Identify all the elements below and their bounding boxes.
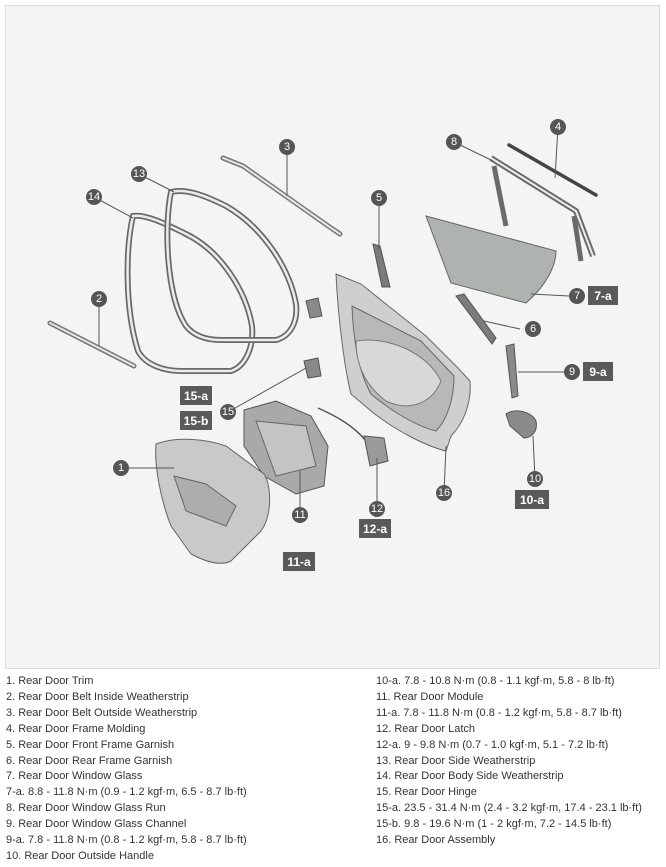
callout-14: 14 [86, 189, 102, 205]
callout-10: 10 [527, 471, 543, 487]
legend-item: 16. Rear Door Assembly [376, 834, 496, 847]
torque-box-11-a: 11-a [283, 552, 315, 571]
callout-9: 9 [564, 364, 580, 380]
callout-1: 1 [113, 460, 129, 476]
legend-item: 4. Rear Door Frame Molding [6, 722, 146, 735]
callout-7: 7 [569, 288, 585, 304]
legend-item: 6. Rear Door Rear Frame Garnish [6, 754, 173, 767]
callout-label: 3 [284, 141, 290, 153]
torque-box-label: 15-b [184, 414, 209, 428]
torque-box-12-a: 12-a [359, 519, 391, 538]
callout-13: 13 [131, 166, 147, 182]
torque-box-label: 7-a [594, 289, 612, 303]
exploded-parts-diagram: 1 2 3 4 5 6 7 8 9 10 11 12 13 14 15 16 7… [5, 5, 660, 669]
part-door-trim [155, 438, 271, 564]
part-front-frame-garnish [372, 243, 391, 288]
legend-item: 1. Rear Door Trim [6, 675, 94, 687]
legend-item: 13. Rear Door Side Weatherstrip [376, 754, 536, 767]
callout-2: 2 [91, 291, 107, 307]
part-door-latch [317, 407, 389, 467]
torque-box-15-a: 15-a [180, 386, 212, 405]
part-window-glass-run [489, 155, 596, 262]
torque-box-label: 12-a [363, 522, 387, 536]
legend-left-column: 1. Rear Door Trim 2. Rear Door Belt Insi… [6, 674, 247, 865]
legend-item: 10. Rear Door Outside Handle [6, 849, 154, 862]
torque-box-9-a: 9-a [583, 362, 613, 381]
legend-item: 11-a. 7.8 - 11.8 N·m (0.8 - 1.2 kgf·m, 5… [376, 706, 622, 719]
legend-item: 7. Rear Door Window Glass [6, 770, 143, 783]
callout-label: 1 [118, 462, 124, 474]
part-body-side-weatherstrip [124, 212, 256, 374]
torque-box-15-b: 15-b [180, 411, 212, 430]
callout-3: 3 [279, 139, 295, 155]
callout-label: 10 [529, 473, 541, 485]
part-door-hinges [303, 297, 323, 379]
part-belt-outside-weatherstrip [220, 155, 343, 237]
callout-16: 16 [436, 485, 452, 501]
callout-label: 8 [451, 136, 457, 148]
legend-item: 8. Rear Door Window Glass Run [6, 802, 166, 815]
legend-item: 11. Rear Door Module [376, 690, 484, 703]
callout-label: 5 [376, 192, 382, 204]
legend-item: 15-b. 9.8 - 19.6 N·m (1 - 2 kgf·m, 7.2 -… [376, 818, 612, 831]
torque-box-7-a: 7-a [588, 286, 618, 305]
part-window-glass [425, 215, 557, 304]
callout-label: 9 [569, 366, 575, 378]
callout-4: 4 [550, 119, 566, 135]
legend-item: 2. Rear Door Belt Inside Weatherstrip [6, 690, 189, 703]
part-rear-frame-garnish [455, 293, 497, 345]
torque-box-label: 11-a [287, 555, 311, 569]
callout-label: 14 [88, 191, 100, 203]
legend-item: 7-a. 8.8 - 11.8 N·m (0.9 - 1.2 kgf·m, 6.… [6, 786, 247, 799]
callout-label: 16 [438, 487, 450, 499]
legend-item: 9. Rear Door Window Glass Channel [6, 818, 187, 831]
callout-8: 8 [446, 134, 462, 150]
legend-item: 15. Rear Door Hinge [376, 786, 477, 799]
legend-right-column: 10-a. 7.8 - 10.8 N·m (0.8 - 1.1 kgf·m, 5… [376, 674, 642, 849]
callout-label: 6 [530, 323, 536, 335]
torque-box-label: 15-a [184, 389, 208, 403]
callout-6: 6 [525, 321, 541, 337]
part-frame-molding [507, 143, 598, 197]
torque-box-label: 10-a [520, 493, 544, 507]
callout-label: 4 [555, 121, 561, 133]
legend-item: 14. Rear Door Body Side Weatherstrip [376, 770, 564, 783]
part-outside-handle [505, 410, 537, 439]
callout-11: 11 [292, 507, 308, 523]
part-belt-inside-weatherstrip [47, 320, 137, 369]
callout-12: 12 [369, 501, 385, 517]
callout-label: 15 [222, 406, 234, 418]
legend-item: 9-a. 7.8 - 11.8 N·m (0.8 - 1.2 kgf·m, 5.… [6, 834, 247, 847]
callout-label: 11 [294, 509, 305, 521]
part-door-module [243, 400, 329, 495]
callout-label: 12 [371, 503, 383, 515]
legend-item: 12. Rear Door Latch [376, 722, 476, 735]
callout-label: 13 [133, 168, 145, 180]
legend-item: 15-a. 23.5 - 31.4 N·m (2.4 - 3.2 kgf·m, … [376, 802, 642, 815]
callout-5: 5 [371, 190, 387, 206]
diagram-svg: 1 2 3 4 5 6 7 8 9 10 11 12 13 14 15 16 7… [47, 119, 618, 571]
callout-label: 2 [96, 293, 102, 305]
part-door-assembly [335, 273, 471, 452]
part-window-glass-channel [505, 343, 519, 399]
legend-item: 3. Rear Door Belt Outside Weatherstrip [6, 706, 198, 719]
callout-15: 15 [220, 404, 236, 420]
callout-label: 7 [574, 290, 580, 302]
part-side-weatherstrip [164, 188, 300, 343]
legend-item: 12-a. 9 - 9.8 N·m (0.7 - 1.0 kgf·m, 5.1 … [376, 738, 609, 751]
legend-item: 5. Rear Door Front Frame Garnish [6, 738, 175, 751]
legend-item: 10-a. 7.8 - 10.8 N·m (0.8 - 1.1 kgf·m, 5… [376, 675, 615, 687]
torque-box-label: 9-a [589, 365, 607, 379]
torque-box-10-a: 10-a [515, 490, 549, 509]
